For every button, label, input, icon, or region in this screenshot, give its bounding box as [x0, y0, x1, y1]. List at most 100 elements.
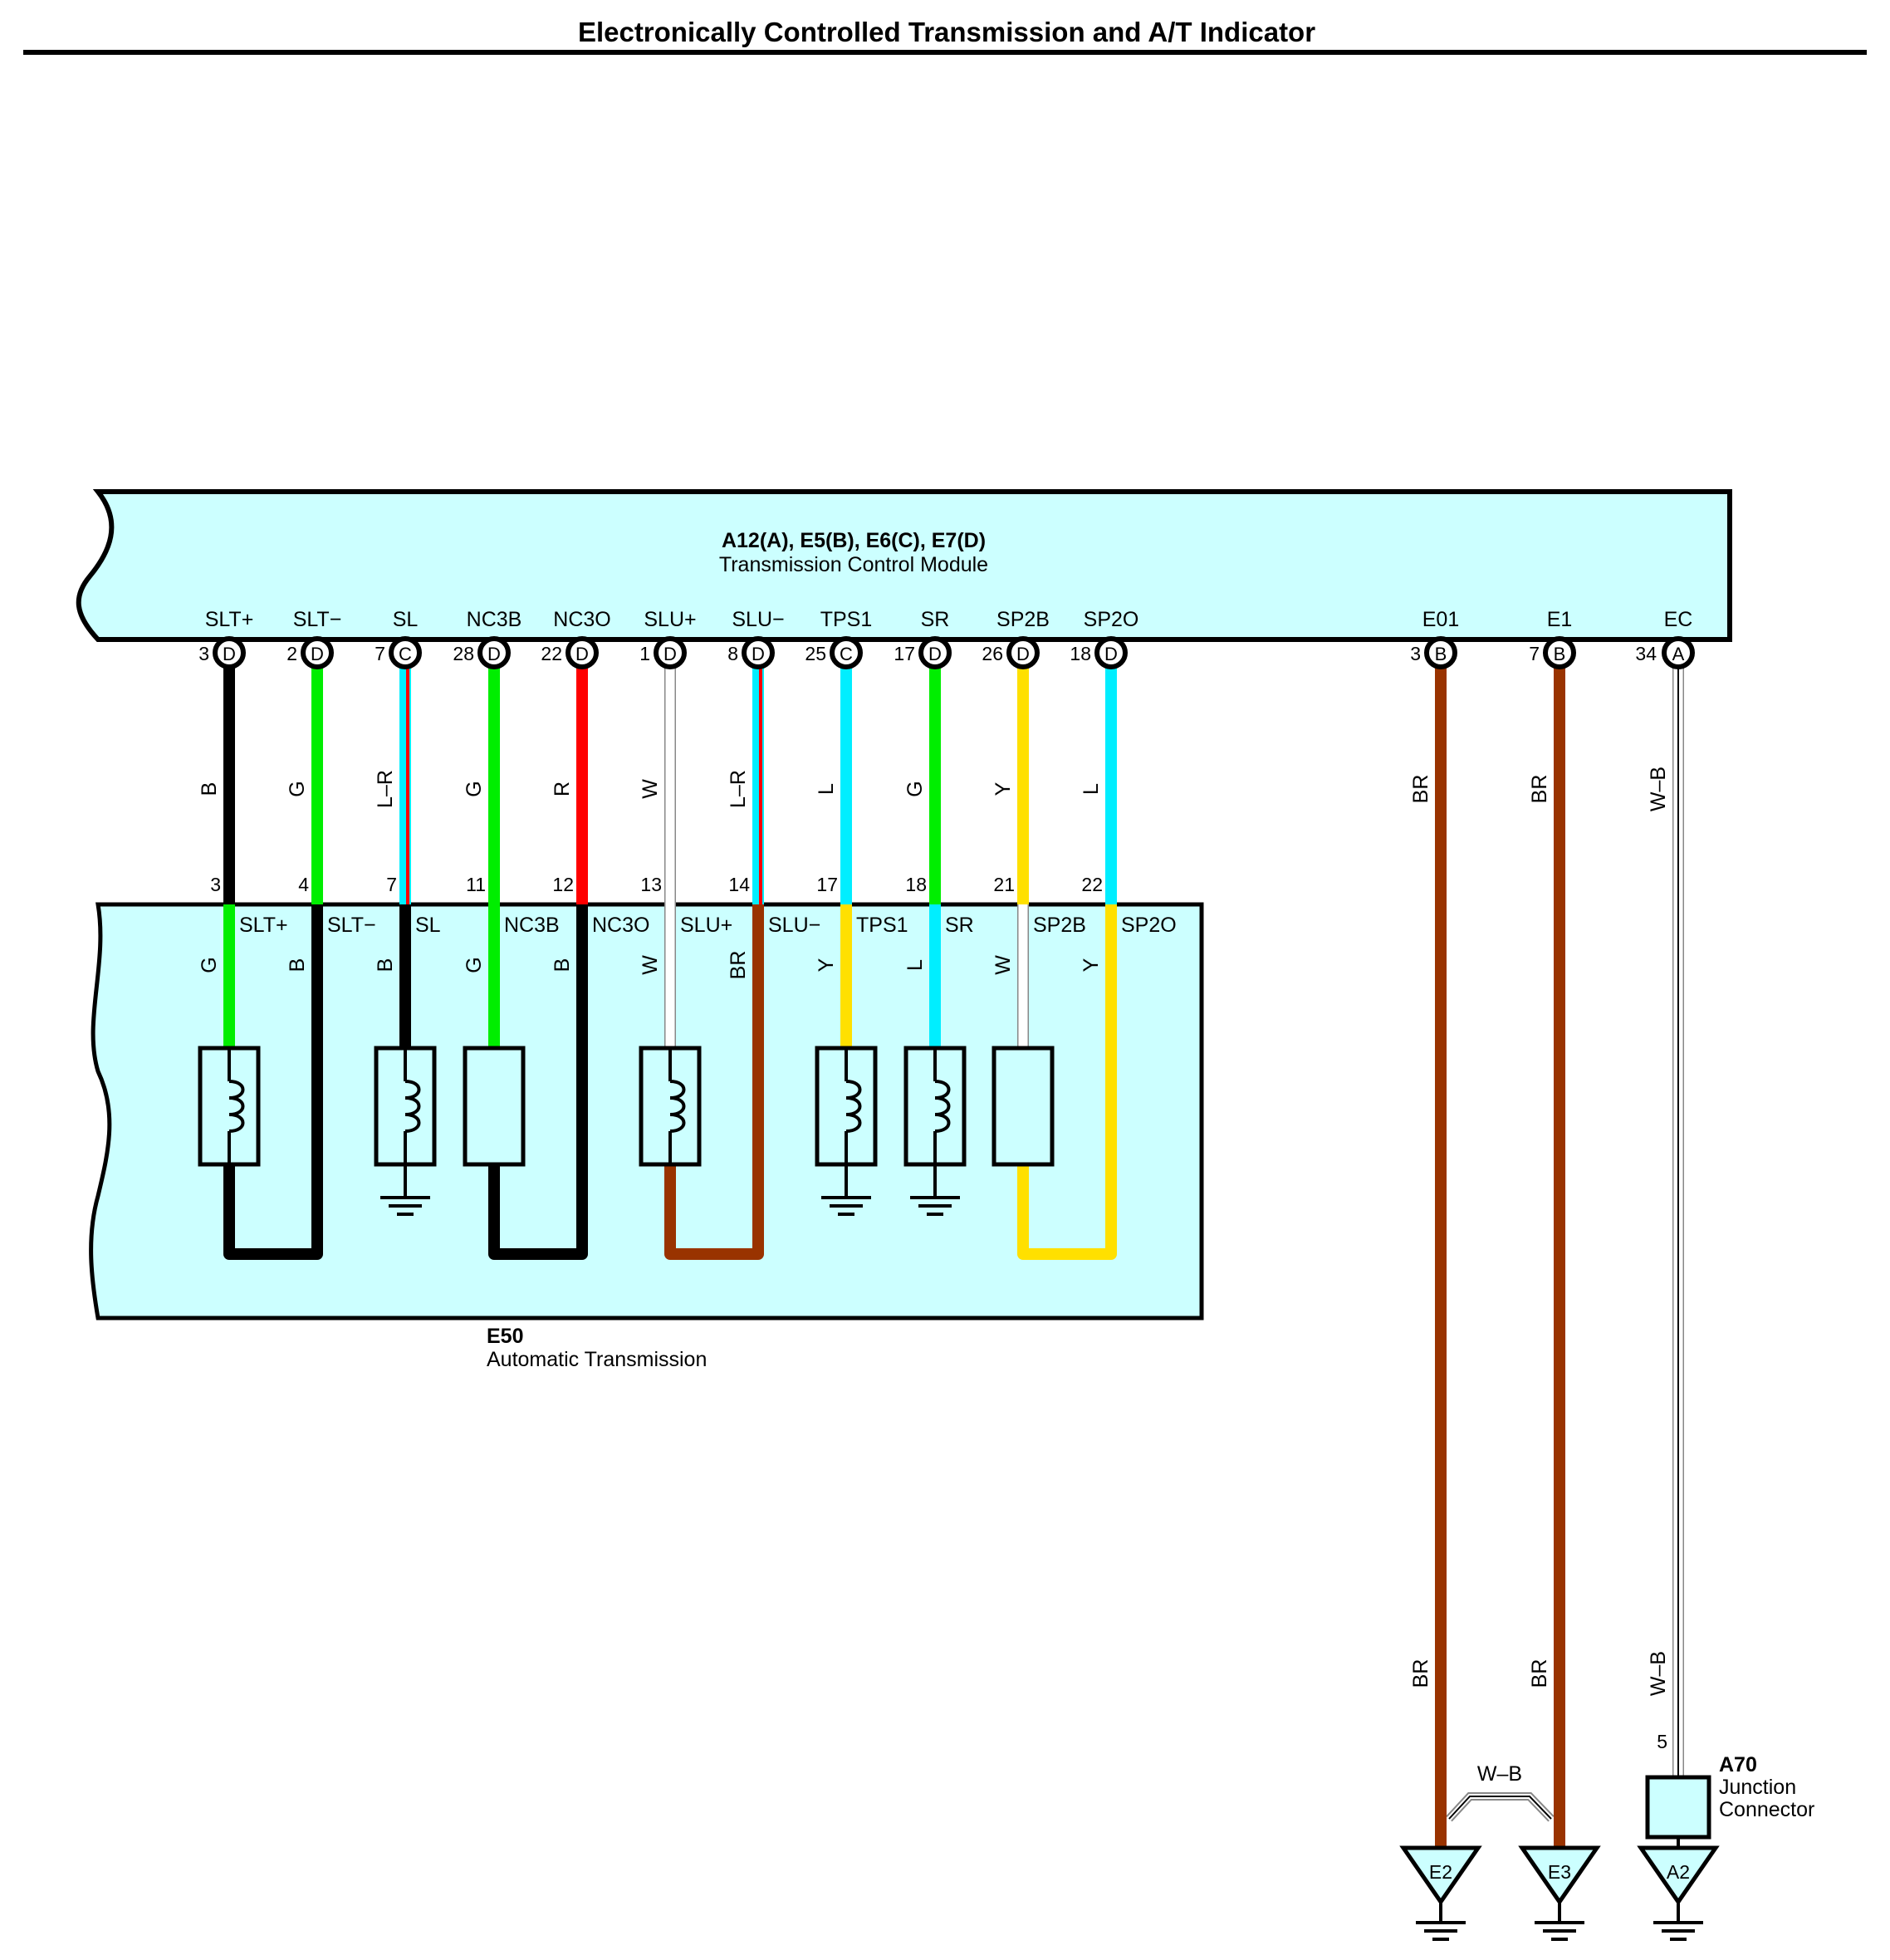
at-pin-number: 18	[905, 874, 927, 895]
jc-pin-number: 5	[1657, 1731, 1667, 1752]
at-wire-color-label: G	[463, 957, 486, 973]
connector-pin-circle	[389, 636, 422, 669]
tcm-pin-number: 28	[453, 643, 474, 664]
signal-column: SL 7 C L–R 7 SL B	[374, 608, 441, 972]
tcm-pin-number: 7	[375, 643, 385, 664]
at-terminal-label: SP2B	[1033, 914, 1086, 937]
tcm-pin-number: 25	[805, 643, 826, 664]
signal-column: TPS1 25 C L 17 TPS1 Y	[805, 608, 908, 972]
transmission-control-module-box	[76, 489, 1732, 642]
at-wire-color-label: W	[639, 955, 662, 975]
wire-color-label: Y	[992, 782, 1015, 796]
tcm-pin-number: 8	[727, 643, 738, 664]
at-wire-color-label: G	[198, 957, 221, 973]
wire-color-label-lower: W–B	[1647, 1651, 1670, 1696]
coil-winding	[404, 1080, 421, 1133]
coil-winding	[228, 1080, 245, 1133]
connector-pin-circle	[830, 636, 863, 669]
at-terminal-label: SLU+	[680, 914, 732, 937]
ground-column: EC 34 A W–B W–B A2	[1635, 608, 1692, 1883]
connector-pin-circle	[1662, 636, 1695, 669]
tcm-connectors-label: A12(A), E5(B), E6(C), E7(D)	[722, 529, 986, 552]
jc-code: A70	[1719, 1753, 1757, 1776]
wire-color-label-lower: BR	[1409, 1659, 1432, 1688]
signal-column: SLT+ 3 D B 3 SLT+ G	[198, 608, 288, 973]
at-terminal-label: SLT+	[239, 914, 288, 937]
signal-column: SR 17 D G 18 SR L	[894, 608, 973, 971]
tcm-terminal-label: SR	[921, 608, 950, 631]
tcm-terminal-label: TPS1	[820, 608, 873, 631]
at-pin-number: 22	[1081, 874, 1103, 895]
at-code: E50	[487, 1325, 523, 1348]
at-pin-number: 4	[298, 874, 309, 895]
connector-pin-circle	[566, 636, 599, 669]
wires-layer	[223, 666, 1117, 1050]
at-terminal-label: SR	[945, 914, 974, 937]
loop-nc3	[488, 1048, 588, 1260]
sr-solenoid	[903, 1046, 967, 1167]
ground-point-triangle	[1399, 1845, 1482, 1906]
wire-color-label: W	[639, 779, 662, 799]
signal-column: SP2B 26 D Y 21 SP2B W	[982, 608, 1086, 975]
at-wire-color-label: B	[286, 958, 309, 973]
sl-solenoid	[374, 1046, 437, 1167]
at-internal-loops	[223, 1048, 1117, 1260]
signal-column: NC3B 28 D G 11 NC3B G	[453, 608, 559, 973]
junction-connector-box	[1645, 1775, 1711, 1840]
at-wire-color-label: W	[992, 955, 1015, 975]
tcm-terminal-label: EC	[1664, 608, 1693, 631]
at-pin-number: 12	[552, 874, 574, 895]
tcm-pin-number: 18	[1070, 643, 1091, 664]
connector-pin-circle	[1543, 636, 1576, 669]
sr-ground	[910, 1164, 960, 1216]
at-pin-number: 21	[993, 874, 1015, 895]
tcm-pin-number: 26	[982, 643, 1003, 664]
signal-column: NC3O 22 D R 12 NC3O B	[541, 608, 649, 972]
wire-color-label: G	[286, 781, 309, 796]
connector-pin-circle	[918, 636, 952, 669]
jc-name-line2: Connector	[1719, 1798, 1814, 1821]
coil-winding	[934, 1080, 951, 1133]
loop-slu	[664, 1048, 764, 1260]
tcm-terminal-label: SLT−	[293, 608, 342, 631]
bridge-wire-tracer	[1448, 1796, 1552, 1820]
wire-color-label: L	[1080, 783, 1103, 795]
connector-letter: D	[663, 644, 677, 664]
at-wire-color-label: B	[374, 958, 397, 973]
connector-pin-circle	[654, 636, 687, 669]
connector-letter: B	[1435, 644, 1447, 664]
at-wire-color-label: Y	[815, 958, 838, 972]
signal-column: SLU+ 1 D W 13 SLU+ W	[639, 608, 732, 975]
tcm-pin-number: 1	[639, 643, 650, 664]
connector-letter: D	[487, 644, 501, 664]
connector-pin-circle	[1006, 636, 1040, 669]
tcm-terminal-label: E01	[1422, 608, 1459, 631]
ground-column: E1 7 B BR BR E3	[1528, 608, 1572, 1883]
bridge-wire-label: W–B	[1477, 1762, 1522, 1786]
tps1-ground	[821, 1164, 871, 1216]
connector-pin-circle	[213, 636, 246, 669]
tcm-terminal-label: NC3O	[553, 608, 610, 631]
tcm-terminal-label: NC3B	[467, 608, 522, 631]
tcm-terminal-label: SL	[393, 608, 419, 631]
connector-letter: B	[1554, 644, 1566, 664]
at-wire-color-label: L	[903, 959, 927, 971]
signal-labels: SLT+ 3 D B 3 SLT+ G SLT− 2 D G 4 SLT− B …	[198, 608, 1177, 979]
connector-letter: D	[223, 644, 236, 664]
connector-letter: D	[575, 644, 589, 664]
wire-color-label: BR	[1528, 775, 1551, 804]
tcm-terminal-label: SLT+	[205, 608, 254, 631]
at-pin-number: 14	[728, 874, 750, 895]
jc-name-line1: Junction	[1719, 1776, 1796, 1799]
tcm-pin-number: 3	[1410, 643, 1421, 664]
nc3-sensor-box	[463, 1046, 526, 1167]
at-terminal-label: NC3O	[592, 914, 649, 937]
ground-point-label: E2	[1429, 1861, 1452, 1883]
connector-letter: A	[1672, 644, 1685, 664]
tcm-terminal-label: SLU+	[644, 608, 696, 631]
ground-point-triangle	[1518, 1845, 1601, 1906]
wire-color-label: L	[815, 783, 838, 795]
wire-color-label: L–R	[374, 770, 397, 808]
wire-color-label-lower: BR	[1528, 1659, 1551, 1688]
